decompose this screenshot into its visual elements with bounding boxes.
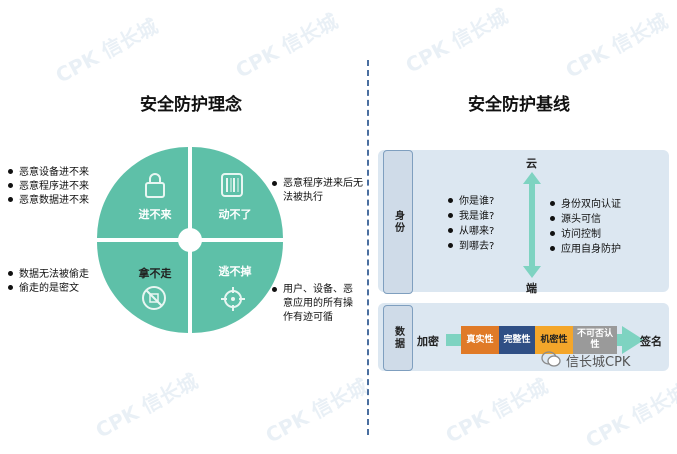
watermark: CPK 信长城 [231, 8, 342, 83]
quadrant-top-right [192, 147, 283, 238]
cloud-label: 云 [526, 157, 537, 170]
attr-integrity: 完整性 [499, 326, 535, 354]
bullet-top-right: 恶意程序进来后无法被执行 [272, 177, 364, 205]
watermark: CPK 信长城 [91, 368, 202, 443]
list-item: 到哪去? [448, 240, 494, 254]
quadrant-label-0: 进不来 [138, 208, 172, 221]
quadrant-label-3: 逃不掉 [218, 265, 252, 278]
list-item: 恶意数据进不来 [8, 194, 89, 208]
wechat-icon [541, 351, 561, 367]
identity-tag: 身份 [383, 150, 413, 294]
identity-questions: 你是谁? 我是谁? 从哪来? 到哪去? [448, 195, 494, 254]
data-tag: 数据 [383, 305, 413, 371]
quadrant-top-left [97, 147, 188, 238]
left-title: 安全防护理念 [140, 95, 242, 115]
watermark: CPK 信长城 [51, 13, 162, 88]
list-item: 偷走的是密文 [8, 282, 89, 296]
list-item: 恶意程序进不来 [8, 180, 89, 194]
quadrant-bottom-right [192, 242, 283, 333]
watermark: CPK 信长城 [261, 373, 372, 448]
watermark: CPK 信长城 [441, 373, 552, 448]
watermark: CPK 信长城 [581, 378, 677, 453]
identity-panel [378, 150, 669, 292]
list-item: 应用自身防护 [550, 243, 621, 257]
device-label: 端 [526, 282, 537, 295]
identity-answers: 身份双向认证 源头可信 访问控制 应用自身防护 [550, 198, 621, 257]
list-item: 从哪来? [448, 225, 494, 239]
list-item: 我是谁? [448, 210, 494, 224]
barcode-icon [221, 173, 243, 197]
list-item: 数据无法被偷走 [8, 268, 89, 282]
quadrant-label-1: 动不了 [218, 208, 252, 221]
watermark: CPK 信长城 [561, 8, 672, 83]
quadrant-bottom-left [97, 242, 188, 333]
bullet-bottom-right: 用户、设备、恶意应用的所有操作有迹可循 [272, 283, 362, 325]
attr-confidentiality: 机密性 [535, 326, 573, 354]
lock-icon [145, 173, 165, 198]
no-take-icon [142, 286, 166, 310]
attr-authenticity: 真实性 [461, 326, 499, 354]
list-item: 身份双向认证 [550, 198, 621, 212]
list-item: 恶意设备进不来 [8, 166, 89, 180]
sign-label: 签名 [640, 335, 662, 348]
list-item: 源头可信 [550, 213, 621, 227]
list-item: 你是谁? [448, 195, 494, 209]
crosshair-icon [221, 287, 245, 311]
quadrant-label-2: 拿不走 [138, 267, 172, 280]
footer-brand: 信长城CPK [566, 355, 631, 370]
attr-non-repudiation: 不可否认性 [573, 326, 617, 354]
bullets-bottom-left: 数据无法被偷走 偷走的是密文 [8, 268, 89, 296]
list-item: 访问控制 [550, 228, 621, 242]
right-title: 安全防护基线 [468, 95, 570, 115]
double-arrow-icon [523, 172, 541, 278]
bullets-top-left: 恶意设备进不来 恶意程序进不来 恶意数据进不来 [8, 166, 89, 208]
quadrant-circle [97, 147, 283, 333]
watermark: CPK 信长城 [401, 3, 512, 78]
dashed-divider [367, 60, 369, 435]
encrypt-label: 加密 [417, 335, 439, 348]
